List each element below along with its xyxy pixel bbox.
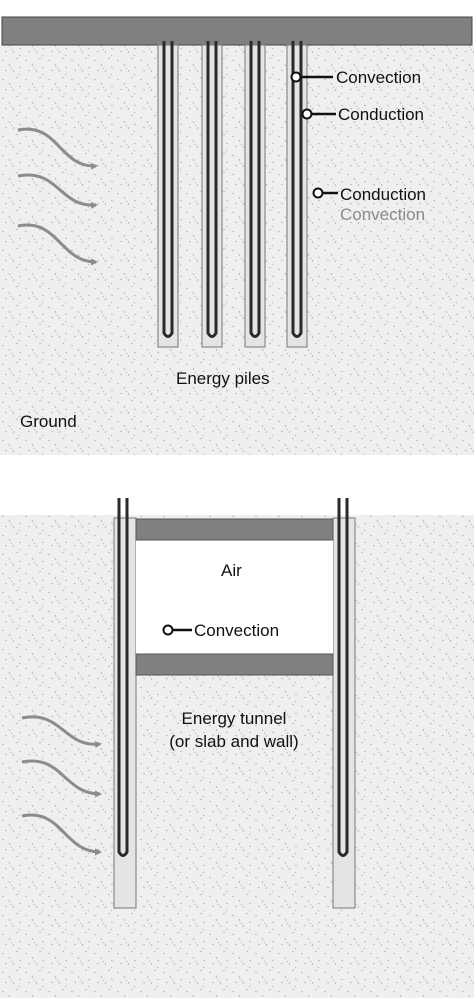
energy-piles-panel: Convection Conduction Conduction Convect…: [0, 16, 474, 455]
energy-piles-title: Energy piles: [176, 369, 270, 388]
callout-air-convection: [162, 624, 192, 636]
tunnel-roof-slab: [135, 518, 334, 541]
energy-pile: [157, 41, 179, 348]
heat-flow-arrow: [17, 223, 98, 266]
energy-tunnel-subtitle: (or slab and wall): [169, 732, 298, 751]
ground-label: Ground: [20, 412, 77, 431]
heat-flow-arrow: [17, 173, 98, 209]
heat-flow-arrow: [21, 759, 102, 798]
air-label: Air: [221, 561, 242, 580]
energy-pile: [286, 41, 308, 348]
tunnel-wall-right: [332, 498, 356, 909]
callout-conduction-pile: [301, 108, 336, 120]
label-conduction-ground: Conduction: [340, 185, 426, 204]
heat-flow-arrow: [21, 813, 102, 856]
heat-flow-arrow: [17, 127, 98, 170]
label-conduction-pile: Conduction: [338, 105, 424, 124]
callout-convection-pipe: [290, 71, 333, 83]
label-convection-pipe: Convection: [336, 68, 421, 87]
heat-flow-arrow: [21, 715, 102, 749]
label-air-convection: Convection: [194, 621, 279, 640]
tunnel-wall-left: [113, 498, 137, 909]
energy-tunnel-title: Energy tunnel: [182, 709, 287, 728]
energy-pile: [244, 41, 266, 348]
callout-conduction-ground: [312, 187, 338, 199]
tunnel-floor-slab: [135, 653, 334, 676]
label-convection-ground: Convection: [340, 205, 425, 224]
ground-region-top: [0, 45, 474, 455]
ground-slab-top: [1, 16, 473, 46]
energy-tunnel-panel: Air Convection Energy tunnel (or slab an…: [0, 498, 474, 998]
energy-pile: [201, 41, 223, 348]
